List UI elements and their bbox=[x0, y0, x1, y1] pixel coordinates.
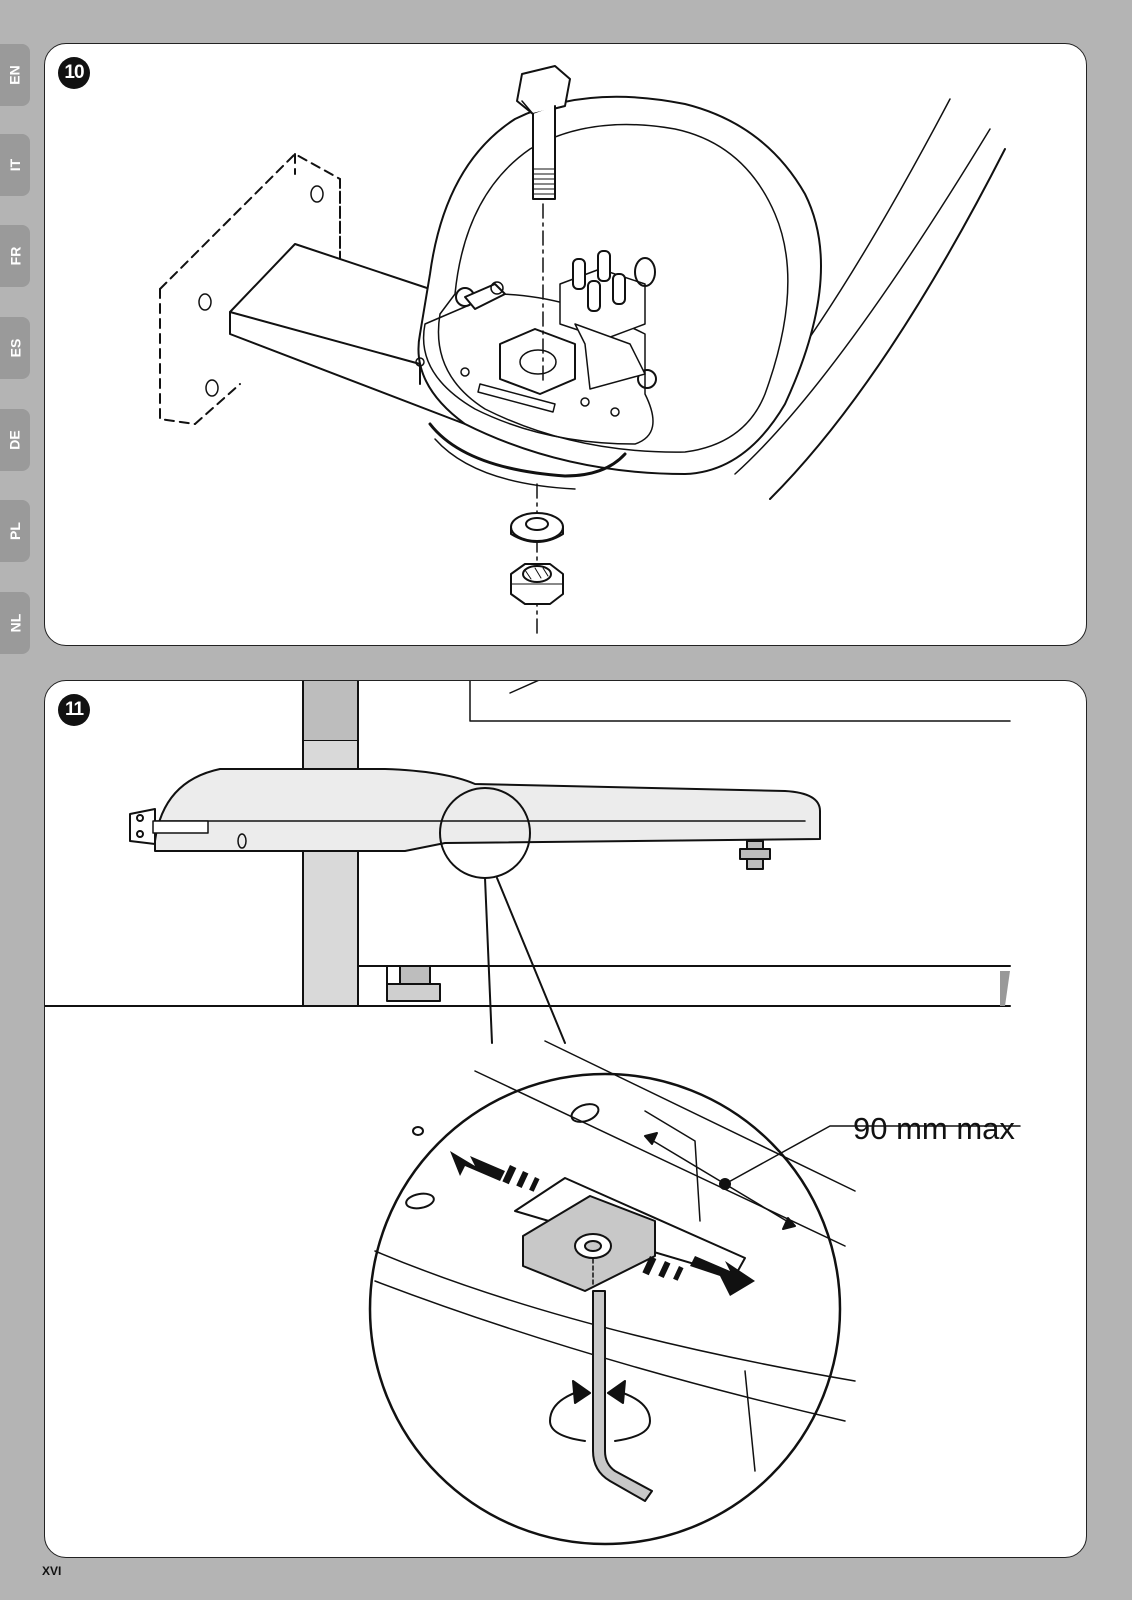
lang-tab-label: EN bbox=[7, 65, 23, 84]
figure-number-badge: 11 bbox=[58, 694, 90, 726]
lang-tab-de[interactable]: DE bbox=[0, 409, 30, 471]
lang-tab-en[interactable]: EN bbox=[0, 44, 30, 106]
figure-11-panel: 11 90 mm max bbox=[44, 680, 1087, 1558]
lang-tab-label: ES bbox=[7, 339, 23, 358]
figure-10-illustration bbox=[45, 44, 1087, 646]
lang-tab-label: IT bbox=[7, 159, 23, 171]
page-number: XVI bbox=[42, 1564, 61, 1578]
lang-tab-es[interactable]: ES bbox=[0, 317, 30, 379]
lang-tab-label: FR bbox=[7, 247, 23, 266]
dimension-callout: 90 mm max bbox=[853, 1111, 1015, 1147]
lang-tab-it[interactable]: IT bbox=[0, 134, 30, 196]
figure-number-badge: 10 bbox=[58, 57, 90, 89]
lang-tab-label: NL bbox=[7, 614, 23, 633]
figure-10-panel: 10 bbox=[44, 43, 1087, 646]
lang-tab-label: DE bbox=[7, 430, 23, 449]
lang-tab-label: PL bbox=[7, 522, 23, 540]
lang-tab-fr[interactable]: FR bbox=[0, 225, 30, 287]
lang-tab-pl[interactable]: PL bbox=[0, 500, 30, 562]
lang-tab-nl[interactable]: NL bbox=[0, 592, 30, 654]
